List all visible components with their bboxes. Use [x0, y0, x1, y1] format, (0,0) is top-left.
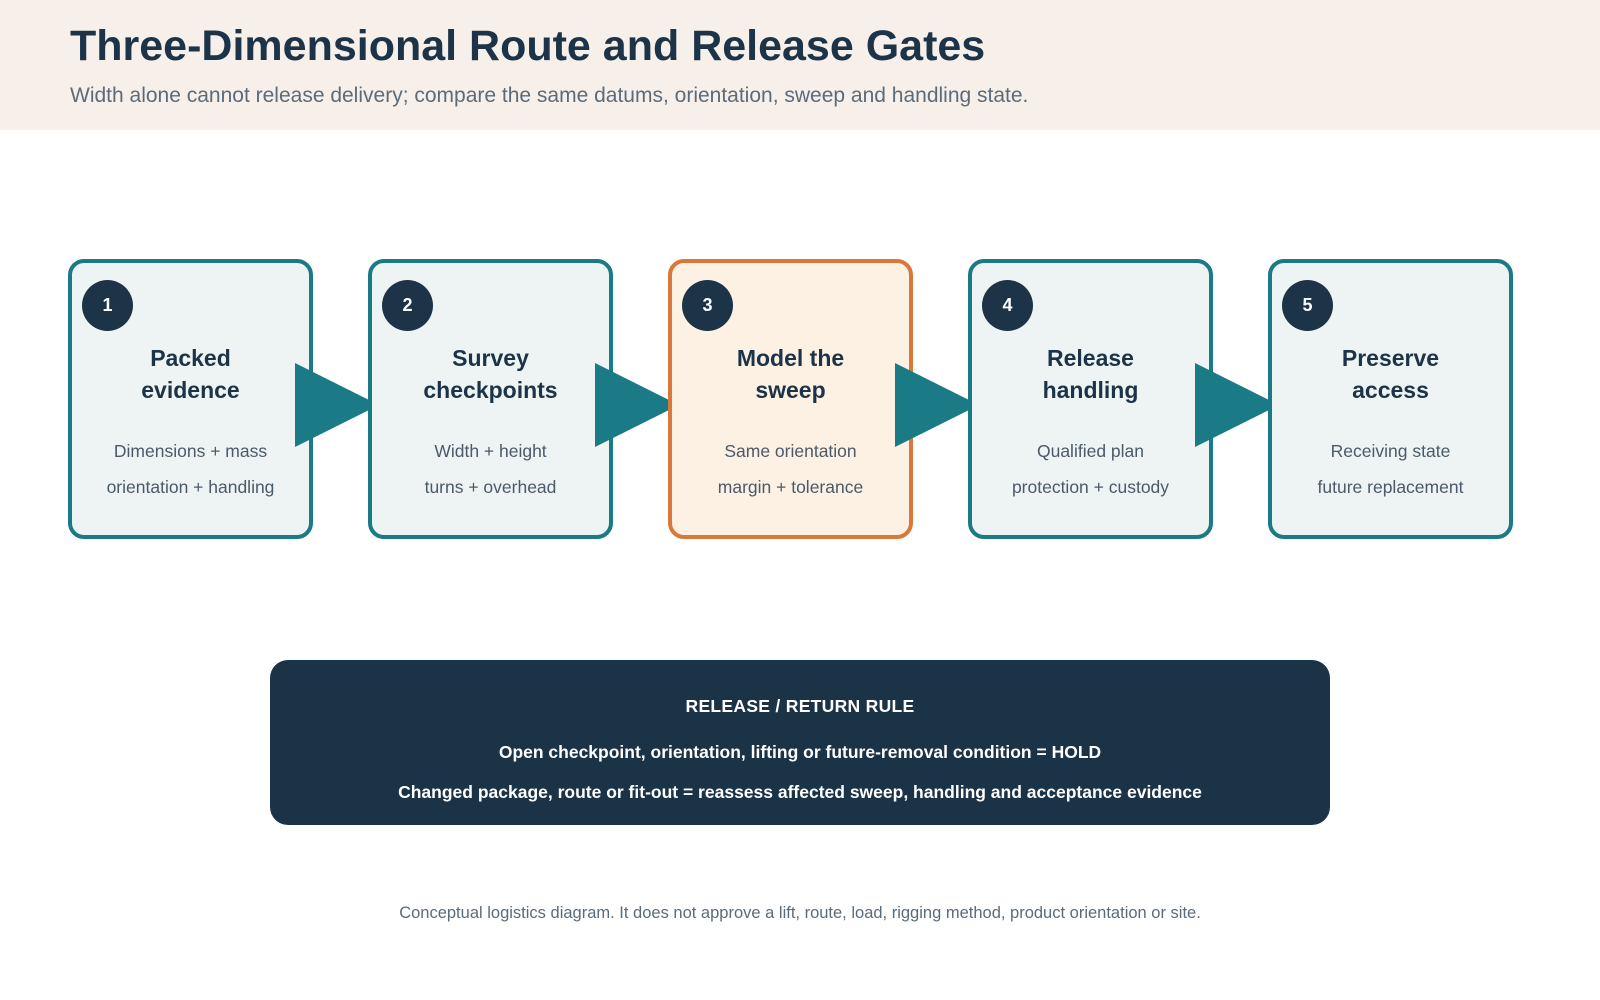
step-detail: Qualified plan	[1036, 441, 1145, 461]
step-title: Survey checkpoints	[423, 345, 558, 403]
step-detail: Dimensions + mass	[113, 441, 268, 461]
step-detail: turns + overhead	[424, 477, 557, 497]
step-number-badge: 4	[982, 280, 1033, 331]
page-title: Three-Dimensional Route and Release Gate…	[70, 22, 986, 70]
flow-arrow-icon	[1195, 363, 1279, 447]
step-card-packed-evidence: 1 Packed evidence Dimensions + mass orie…	[68, 259, 313, 539]
rule-reassess-condition: Changed package, route or fit-out = reas…	[398, 782, 1202, 802]
rule-hold-condition: Open checkpoint, orientation, lifting or…	[498, 742, 1102, 762]
step-number-badge: 1	[82, 280, 133, 331]
flow-arrow-icon	[595, 363, 679, 447]
step-card-survey-checkpoints: 2 Survey checkpoints Width + height turn…	[368, 259, 613, 539]
step-title: Preserve access	[1341, 345, 1440, 403]
flow-arrow-icon	[295, 363, 379, 447]
page-subtitle: Width alone cannot release delivery; com…	[70, 84, 1029, 107]
release-rule-panel: RELEASE / RETURN RULE Open checkpoint, o…	[270, 660, 1330, 825]
footnote: Conceptual logistics diagram. It does no…	[399, 904, 1201, 922]
step-detail: orientation + handling	[106, 477, 275, 497]
step-title: Packed evidence	[141, 345, 240, 403]
step-detail: Same orientation	[724, 441, 857, 461]
step-detail: protection + custody	[1011, 477, 1170, 497]
rule-heading: RELEASE / RETURN RULE	[685, 696, 915, 716]
flow-arrow-icon	[895, 363, 979, 447]
header-banner: Three-Dimensional Route and Release Gate…	[0, 0, 1600, 130]
step-detail: future replacement	[1317, 477, 1464, 497]
step-number-badge: 2	[382, 280, 433, 331]
step-card-preserve-access: 5 Preserve access Receiving state future…	[1268, 259, 1513, 539]
step-detail: Width + height	[434, 441, 547, 461]
step-title: Model the sweep	[736, 345, 845, 403]
step-card-model-the-sweep: 3 Model the sweep Same orientation margi…	[668, 259, 913, 539]
step-number-badge: 5	[1282, 280, 1333, 331]
step-detail: margin + tolerance	[717, 477, 864, 497]
step-detail: Receiving state	[1330, 441, 1451, 461]
step-card-release-handling: 4 Release handling Qualified plan protec…	[968, 259, 1213, 539]
step-number-badge: 3	[682, 280, 733, 331]
step-title: Release handling	[1042, 345, 1139, 403]
